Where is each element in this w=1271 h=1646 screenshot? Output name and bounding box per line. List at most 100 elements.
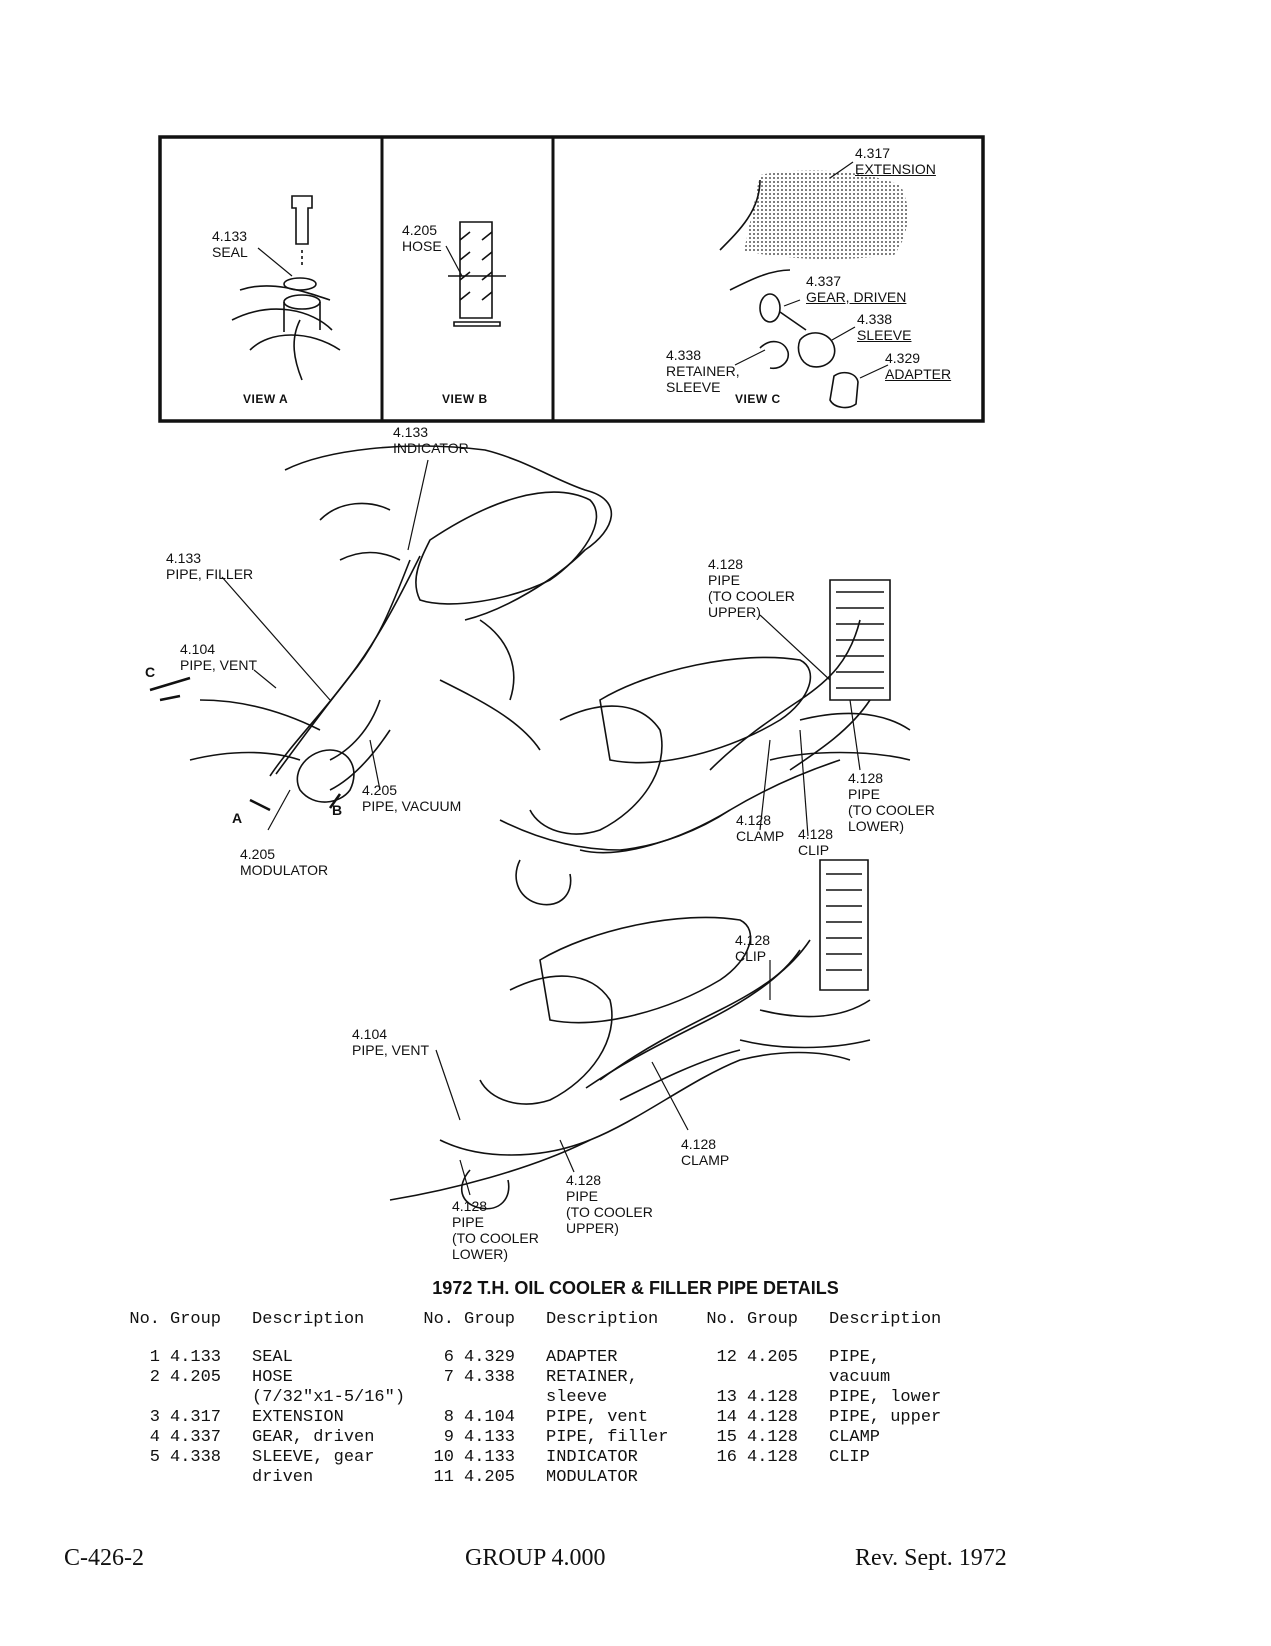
callout-number: 4.128 — [566, 1172, 602, 1188]
view-c-label: VIEW C — [735, 392, 781, 406]
table-row-continued: driven — [252, 1468, 314, 1487]
callout-sleeve-number: 4.338 — [857, 311, 893, 327]
callout-pipe-vent-top: 4.104 PIPE, VENT — [180, 641, 257, 673]
callout-gear-driven: 4.337 GEAR, DRIVEN — [806, 273, 906, 305]
callout-sleeve: 4.338 SLEEVE — [857, 311, 911, 343]
callout-number: 4.104 — [180, 641, 216, 657]
view-b-marker: B — [332, 802, 342, 818]
callout-number: 4.128 — [735, 932, 771, 948]
callout-label: PIPE, VACUUM — [362, 798, 462, 814]
callout-label: CLAMP — [681, 1152, 730, 1168]
callout-retainer-sleeve: 4.338 RETAINER, SLEEVE — [666, 347, 740, 395]
callout-label: CLAMP — [736, 828, 785, 844]
callout-pipe-cooler-upper-bottom: 4.128 PIPE (TO COOLER UPPER) — [566, 1172, 653, 1236]
table-row-continued: vacuum — [829, 1368, 891, 1387]
callout-label-3: LOWER) — [848, 818, 904, 834]
callout-sleeve-label: SLEEVE — [857, 327, 912, 343]
view-b-sketch — [448, 221, 506, 327]
callout-label: PIPE — [848, 786, 880, 802]
marker-letter: A — [232, 810, 243, 826]
table-row-continued: sleeve — [546, 1388, 608, 1407]
header-description: Description — [252, 1310, 365, 1329]
callout-hose-label: HOSE — [402, 238, 442, 254]
marker-letter: B — [332, 802, 343, 818]
callout-label-3: UPPER) — [566, 1220, 619, 1236]
engine-sketch-main — [149, 445, 613, 812]
callout-number: 4.128 — [736, 812, 772, 828]
table-row-continued: (7/32"x1-5/16") — [252, 1388, 406, 1407]
header-no: No. — [423, 1310, 454, 1329]
callout-number: 4.133 — [166, 550, 202, 566]
view-c-sketch — [719, 170, 908, 409]
callout-extension-label: EXTENSION — [855, 161, 936, 177]
callout-hose-number: 4.205 — [402, 222, 438, 238]
callout-seal: 4.133 SEAL — [212, 228, 248, 260]
callout-label: MODULATOR — [240, 862, 329, 878]
callout-label: INDICATOR — [393, 440, 469, 456]
callout-number: 4.205 — [362, 782, 398, 798]
callout-adapter: 4.329 ADAPTER — [885, 350, 951, 382]
callout-label: PIPE, VENT — [352, 1042, 430, 1058]
footer-revision: Rev. Sept. 1972 — [855, 1545, 1007, 1571]
footer-group: GROUP 4.000 — [465, 1545, 606, 1571]
callout-retainer-number: 4.338 — [666, 347, 702, 363]
callout-clip-middle: 4.128 CLIP — [798, 826, 833, 858]
callout-number: 4.133 — [393, 424, 429, 440]
callout-extension-number: 4.317 — [855, 145, 891, 161]
callout-pipe-vacuum: 4.205 PIPE, VACUUM — [362, 782, 461, 814]
callout-label: CLIP — [735, 948, 767, 964]
view-a-marker: A — [232, 810, 242, 826]
callout-hose: 4.205 HOSE — [402, 222, 442, 254]
header-description: Description — [546, 1310, 659, 1329]
callout-pipe-filler: 4.133 PIPE, FILLER — [166, 550, 253, 582]
callout-number: 4.128 — [452, 1198, 488, 1214]
callout-label-3: UPPER) — [708, 604, 761, 620]
callout-number: 4.104 — [352, 1026, 388, 1042]
callout-pipe-cooler-lower-bottom: 4.128 PIPE (TO COOLER LOWER) — [452, 1198, 539, 1262]
table-header: No. Group Description — [118, 1310, 432, 1330]
callout-label: CLIP — [798, 842, 830, 858]
callout-retainer-label: RETAINER, — [666, 363, 740, 379]
engine-sketch-bottom — [389, 859, 871, 1210]
callout-retainer-label-2: SLEEVE — [666, 379, 721, 395]
callout-label: PIPE — [708, 572, 740, 588]
callout-seal-label: SEAL — [212, 244, 248, 260]
callout-seal-number: 4.133 — [212, 228, 248, 244]
view-a-sketch — [231, 195, 341, 381]
views-frame — [158, 135, 985, 423]
callout-indicator: 4.133 INDICATOR — [393, 424, 469, 456]
callout-label-3: LOWER) — [452, 1246, 508, 1262]
view-a-label: VIEW A — [243, 392, 289, 406]
callout-label: PIPE — [452, 1214, 484, 1230]
header-group: Group — [747, 1310, 799, 1329]
callout-clip-bottom: 4.128 CLIP — [735, 932, 770, 964]
header-description: Description — [829, 1310, 942, 1329]
callout-label-2: (TO COOLER — [708, 588, 795, 604]
header-group: Group — [170, 1310, 222, 1329]
callout-label: PIPE, VENT — [180, 657, 258, 673]
view-c-marker: C — [145, 664, 155, 680]
callout-number: 4.205 — [240, 846, 276, 862]
callout-number: 4.128 — [798, 826, 834, 842]
callout-gear-number: 4.337 — [806, 273, 842, 289]
callout-number: 4.128 — [681, 1136, 717, 1152]
callout-modulator: 4.205 MODULATOR — [240, 846, 328, 878]
diagram-title: 1972 T.H. OIL COOLER & FILLER PIPE DETAI… — [432, 1278, 839, 1298]
header-no: No. — [129, 1310, 160, 1329]
